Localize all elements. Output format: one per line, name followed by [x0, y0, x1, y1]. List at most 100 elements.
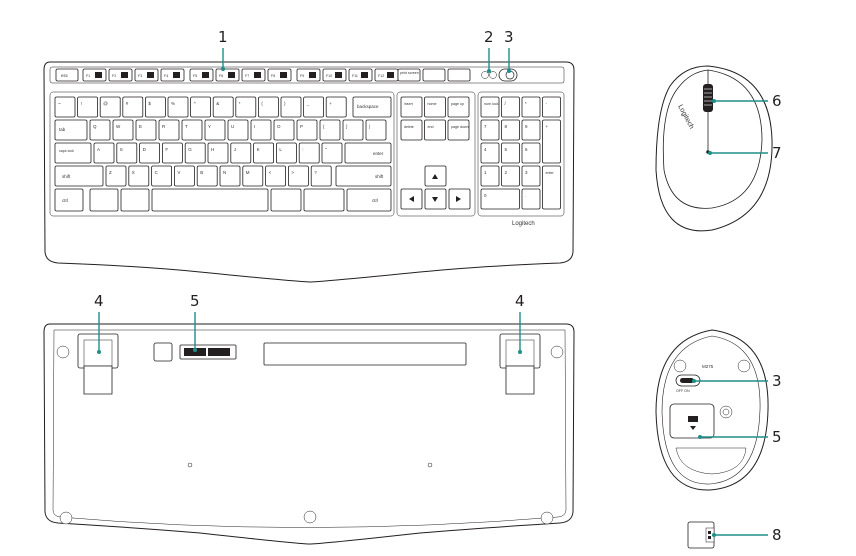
key-a[interactable]: A	[93, 142, 115, 164]
key-j[interactable]: J	[230, 142, 252, 164]
key-f12[interactable]: F12	[374, 68, 399, 82]
numpad-key-2[interactable]: *	[521, 96, 541, 118]
numpad-key-5[interactable]: 8	[501, 119, 520, 141]
key-f[interactable]: F	[161, 142, 183, 164]
key-row1-11[interactable]: _	[303, 96, 325, 118]
key-z[interactable]: Z	[105, 165, 127, 187]
key-p[interactable]: P	[296, 119, 318, 141]
key-ctrl-left[interactable]	[54, 188, 84, 212]
numpad-key-13[interactable]: 3	[521, 165, 541, 187]
key-row4-7[interactable]: <	[265, 165, 287, 187]
key-t[interactable]: T	[181, 119, 203, 141]
numpad-key-14[interactable]: enter	[542, 165, 561, 210]
key-f11[interactable]: F11	[348, 68, 373, 82]
key-e[interactable]: E	[135, 119, 157, 141]
key-caps-lock[interactable]	[54, 142, 92, 164]
scroll-wheel[interactable]	[703, 84, 713, 112]
key-f3[interactable]: F3	[134, 68, 159, 82]
key-row1-0[interactable]: ~	[54, 96, 76, 118]
key-windows[interactable]	[89, 188, 119, 212]
key-f9[interactable]: F9	[296, 68, 321, 82]
key-row1-8[interactable]: *	[235, 96, 257, 118]
key-l[interactable]: L	[275, 142, 297, 164]
key-home[interactable]: home	[424, 96, 446, 118]
key-page-down[interactable]: page down	[447, 119, 470, 141]
key-row1-2[interactable]: @	[99, 96, 121, 118]
key-k[interactable]: K	[253, 142, 275, 164]
key-shift-left[interactable]	[54, 165, 104, 187]
key-enter[interactable]	[344, 142, 392, 164]
key-s[interactable]: S	[116, 142, 138, 164]
key-f6[interactable]: F6	[215, 68, 240, 82]
key-q[interactable]: Q	[89, 119, 111, 141]
numpad-key-15[interactable]: 0	[480, 188, 520, 210]
key-row1-4[interactable]: $	[144, 96, 166, 118]
numpad-key-12[interactable]: 2	[501, 165, 520, 187]
key-tab[interactable]	[54, 119, 88, 141]
key-f5[interactable]: F5	[189, 68, 214, 82]
numpad-key-4[interactable]: 7	[480, 119, 500, 141]
key-f10[interactable]: F10	[322, 68, 347, 82]
key-x[interactable]: X	[128, 165, 150, 187]
key-y[interactable]: Y	[204, 119, 226, 141]
key-n[interactable]: N	[219, 165, 241, 187]
key-{[interactable]: {	[319, 119, 341, 141]
key-c[interactable]: C	[151, 165, 173, 187]
key-m[interactable]: M	[242, 165, 264, 187]
key-}[interactable]: }	[342, 119, 364, 141]
key-row1-10[interactable]: )	[280, 96, 302, 118]
key-esc[interactable]	[55, 68, 79, 82]
key-h[interactable]: H	[207, 142, 229, 164]
key-row1-9[interactable]: (	[257, 96, 279, 118]
key-row1-7[interactable]: &	[212, 96, 234, 118]
key-alt-right[interactable]	[270, 188, 302, 212]
key-f8[interactable]: F8	[267, 68, 292, 82]
numpad-key-3[interactable]: -	[542, 96, 561, 118]
key-row1-6[interactable]: ^	[190, 96, 212, 118]
key-row3-9[interactable]: :	[298, 142, 320, 164]
key-delete[interactable]: delete	[400, 119, 423, 141]
key-spacebar[interactable]	[151, 188, 269, 212]
key-menu[interactable]	[303, 188, 345, 212]
key-pause[interactable]	[447, 68, 471, 82]
key-row1-5[interactable]: %	[167, 96, 189, 118]
key-f2[interactable]: F2	[108, 68, 133, 82]
key-scroll[interactable]	[422, 68, 446, 82]
key-end[interactable]: end	[424, 119, 446, 141]
key-row1-12[interactable]: +	[325, 96, 347, 118]
key-alt-left[interactable]	[120, 188, 150, 212]
key-row1-1[interactable]: !	[77, 96, 98, 118]
key-row4-8[interactable]: >	[287, 165, 309, 187]
key-d[interactable]: D	[139, 142, 161, 164]
key-g[interactable]: G	[184, 142, 206, 164]
key-f1[interactable]: F1	[82, 68, 107, 82]
receiver-storage-slot[interactable]	[153, 342, 173, 362]
key-i[interactable]: I	[250, 119, 272, 141]
key-insert[interactable]: insert	[400, 96, 423, 118]
key-backspace[interactable]	[352, 96, 392, 118]
key-w[interactable]: W	[112, 119, 134, 141]
numpad-key-10[interactable]: 6	[521, 142, 541, 164]
numpad-key-0[interactable]: num lock	[480, 96, 500, 118]
numpad-key-11[interactable]: 1	[480, 165, 500, 187]
key-row3-10[interactable]: "	[321, 142, 343, 164]
key-v[interactable]: V	[173, 165, 195, 187]
key-row1-3[interactable]: #	[122, 96, 144, 118]
numpad-key-7[interactable]: +	[542, 119, 561, 164]
key-f7[interactable]: F7	[241, 68, 266, 82]
key-ctrl-right[interactable]	[346, 188, 392, 212]
key-shift-right[interactable]	[335, 165, 392, 187]
key-print-screen[interactable]	[397, 68, 421, 82]
key-row4-9[interactable]: ?	[310, 165, 332, 187]
key-b[interactable]: B	[196, 165, 218, 187]
numpad-key-8[interactable]: 4	[480, 142, 500, 164]
key-f4[interactable]: F4	[160, 68, 185, 82]
key-r[interactable]: R	[158, 119, 180, 141]
numpad-key-1[interactable]: /	[501, 96, 520, 118]
numpad-key-16[interactable]: .	[521, 188, 541, 210]
key-|[interactable]: |	[365, 119, 387, 141]
numpad-key-6[interactable]: 9	[521, 119, 541, 141]
tilt-leg-left[interactable]	[77, 333, 119, 395]
numpad-key-9[interactable]: 5	[501, 142, 520, 164]
key-o[interactable]: O	[273, 119, 295, 141]
